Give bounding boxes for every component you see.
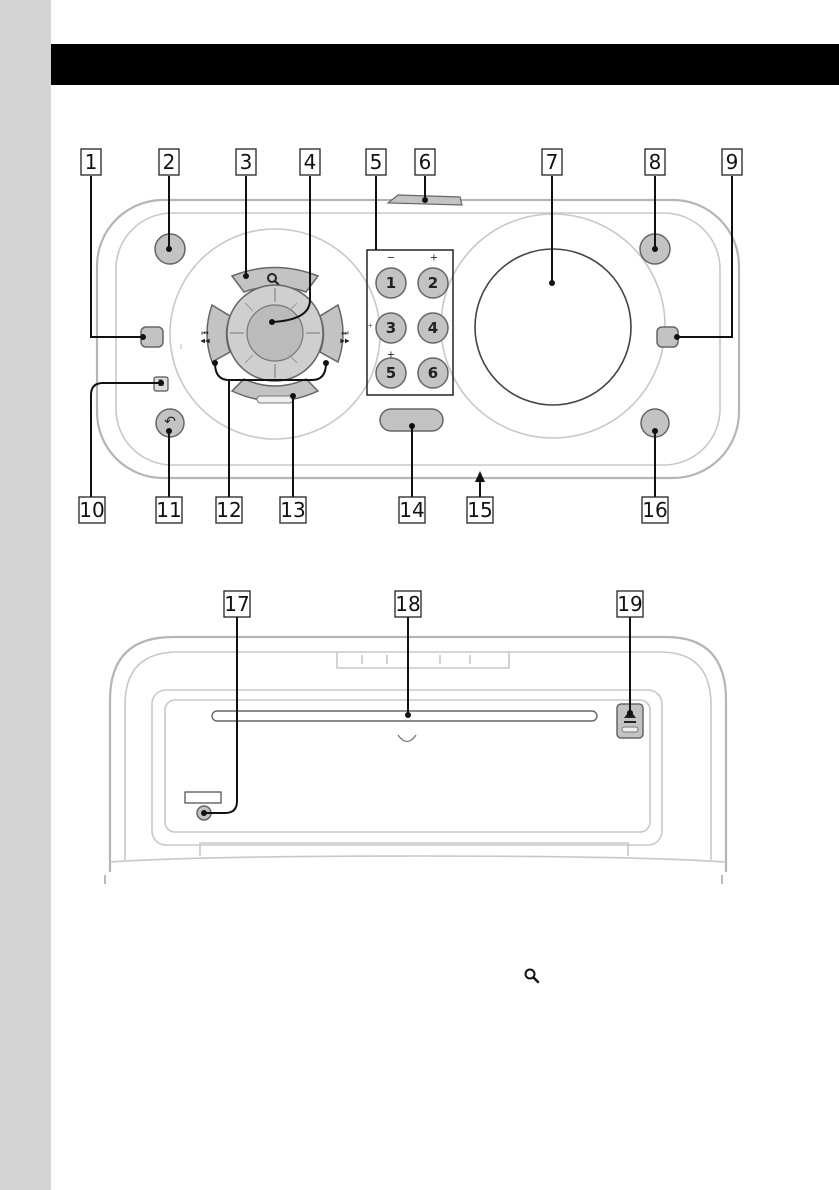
svg-text:+: + <box>430 253 438 264</box>
disc-slot[interactable] <box>211 710 598 722</box>
svg-text:17: 17 <box>224 592 249 616</box>
callout-7: 7 <box>541 148 563 176</box>
front-panel: R ↶ ⏮ ◀◀ ⏭ ▶▶ <box>95 194 741 480</box>
preset-button-2[interactable]: 2 <box>417 267 449 299</box>
svg-text:12: 12 <box>216 498 241 522</box>
svg-text:5: 5 <box>370 150 383 174</box>
svg-text:18: 18 <box>395 592 420 616</box>
svg-text:5: 5 <box>386 364 396 382</box>
svg-text:14: 14 <box>399 498 424 522</box>
search-icon <box>524 968 540 984</box>
seek-minus-button[interactable]: ⏮ ◀◀ <box>200 303 231 364</box>
svg-text:6: 6 <box>428 364 438 382</box>
svg-text:−: − <box>387 253 395 264</box>
preset-button-4[interactable]: 4 <box>417 312 449 344</box>
svg-text:9: 9 <box>726 150 739 174</box>
callout-6: 6 <box>414 148 436 176</box>
callout-15: 15 <box>466 496 494 524</box>
callout-19: 19 <box>616 590 644 618</box>
eject-button[interactable] <box>616 703 644 739</box>
svg-text:19: 19 <box>617 592 642 616</box>
fast-forward-icon: ▶▶ <box>340 338 350 345</box>
control-dial[interactable] <box>226 284 324 382</box>
back-leader-lines <box>201 617 633 816</box>
svg-text:7: 7 <box>546 150 559 174</box>
svg-text:+: + <box>368 321 373 330</box>
callout-5: 5 <box>365 148 387 176</box>
callout-12: 12 <box>215 496 243 524</box>
callout-3: 3 <box>235 148 257 176</box>
svg-text:6: 6 <box>419 150 432 174</box>
svg-text:2: 2 <box>163 150 176 174</box>
front-leader-lines <box>90 176 733 497</box>
callout-17: 17 <box>223 590 251 618</box>
svg-text:4: 4 <box>304 150 317 174</box>
svg-text:I: I <box>180 344 182 351</box>
svg-text:8: 8 <box>649 150 662 174</box>
svg-text:13: 13 <box>280 498 305 522</box>
reset-label-box <box>184 791 222 804</box>
callout-9: 9 <box>721 148 743 176</box>
preset-button-3[interactable]: 3 <box>375 312 407 344</box>
main-unit <box>104 635 728 884</box>
callout-4: 4 <box>299 148 321 176</box>
callout-11: 11 <box>155 496 183 524</box>
callout-16: 16 <box>641 496 669 524</box>
callout-14: 14 <box>398 496 426 524</box>
svg-text:4: 4 <box>428 319 438 337</box>
callout-2: 2 <box>158 148 180 176</box>
svg-text:1: 1 <box>386 274 396 292</box>
seek-plus-button[interactable]: ⏭ ▶▶ <box>319 303 350 364</box>
search-icon <box>267 273 280 286</box>
preset-button-6[interactable]: 6 <box>417 357 449 389</box>
svg-text:10: 10 <box>79 498 104 522</box>
mode-button[interactable] <box>230 378 320 404</box>
callout-13: 13 <box>279 496 307 524</box>
back-arrow-icon: ↶ <box>164 414 176 430</box>
svg-text:+: + <box>387 350 395 361</box>
callout-1: 1 <box>80 148 102 176</box>
svg-text:11: 11 <box>156 498 181 522</box>
callout-18: 18 <box>394 590 422 618</box>
prev-track-icon: ⏮ <box>201 329 208 338</box>
svg-text:3: 3 <box>240 150 253 174</box>
callout-10: 10 <box>78 496 106 524</box>
page-sidebar <box>0 0 51 1190</box>
preset-button-1[interactable]: 1 <box>375 267 407 299</box>
svg-text:16: 16 <box>642 498 667 522</box>
svg-text:1: 1 <box>85 150 98 174</box>
preset-buttons: − + + 1 2 3 4 5 <box>366 249 454 396</box>
svg-text:15: 15 <box>467 498 492 522</box>
rewind-icon: ◀◀ <box>200 338 210 345</box>
svg-text:3: 3 <box>386 319 396 337</box>
preset-button-5[interactable]: 5 <box>375 357 407 389</box>
section-header-bar <box>51 44 839 85</box>
next-track-icon: ⏭ <box>341 329 348 338</box>
svg-text:2: 2 <box>428 274 438 292</box>
callout-8: 8 <box>644 148 666 176</box>
